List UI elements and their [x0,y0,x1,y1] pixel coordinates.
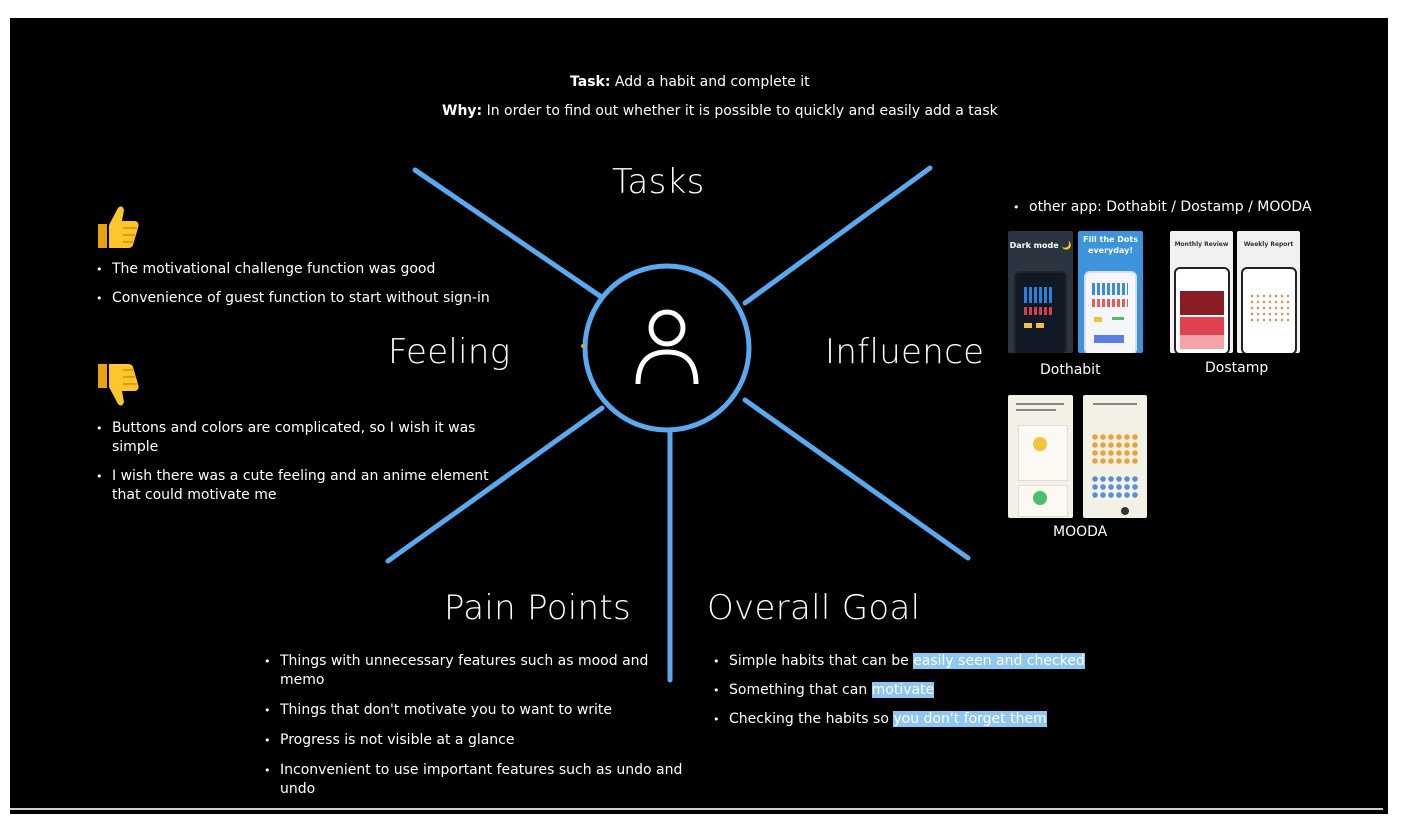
list-item: other app: Dothabit / Dostamp / MOODA [1013,198,1353,217]
overall-goal-list: Simple habits that can be easily seen an… [713,652,1113,729]
category-feeling: Feeling [388,332,511,372]
dothabit-panel-title: Fill the Dots everyday! [1083,235,1138,255]
category-tasks: Tasks [612,162,705,202]
spoke-top-right [742,165,933,306]
thumbs-down-icon [98,364,139,406]
dostamp-panel-title: Weekly Report [1243,241,1294,248]
spoke-top-left [412,167,603,299]
dostamp-caption: Dostamp [1205,360,1269,376]
task-line: Task: Add a habit and complete it [570,74,810,90]
mooda-screenshot-2 [1083,395,1147,518]
list-item: Checking the habits so you don't forget … [713,710,1113,729]
list-item: Buttons and colors are complicated, so I… [96,419,496,457]
why-line: Why: In order to find out whether it is … [442,103,998,119]
highlight: easily seen and checked [913,653,1085,669]
dostamp-panel-title: Monthly Review [1174,241,1229,248]
feeling-negative-list: Buttons and colors are complicated, so I… [96,419,496,505]
influence-list: other app: Dothabit / Dostamp / MOODA [1013,198,1353,217]
list-item: The motivational challenge function was … [96,260,496,279]
pain-points-list: Things with unnecessary features such as… [264,652,694,799]
spoke-bottom-right [742,397,971,561]
highlight: you don't forget them [893,711,1047,727]
list-item: Something that can motivate [713,681,1113,700]
category-influence: Influence [825,332,985,372]
list-item: Inconvenient to use important features s… [264,761,694,799]
list-item: Simple habits that can be easily seen an… [713,652,1113,671]
list-item: I wish there was a cute feeling and an a… [96,467,496,505]
empathy-diagram [385,165,971,683]
list-item: Things with unnecessary features such as… [264,652,694,690]
dothabit-caption: Dothabit [1040,362,1101,378]
thumbs-up-icon [98,206,139,248]
small-dot [581,344,585,348]
dostamp-screenshot-weekly: Weekly Report [1237,231,1300,353]
mooda-screenshot-1 [1008,395,1073,518]
dostamp-screenshot-monthly: Monthly Review [1170,231,1233,353]
feeling-positive-list: The motivational challenge function was … [96,260,496,308]
frame-edge [10,808,1383,810]
mooda-caption: MOODA [1053,524,1108,540]
list-item: Progress is not visible at a glance [264,731,694,750]
category-overall-goal: Overall Goal [707,588,921,628]
highlight: motivate [871,682,935,698]
dothabit-screenshot-dark: Dark mode 🌙 [1008,231,1073,353]
dothabit-screenshot-fill: Fill the Dots everyday! [1078,231,1143,353]
list-item: Things that don't motivate you to want t… [264,701,694,720]
list-item: Convenience of guest function to start w… [96,289,496,308]
user-icon [635,309,699,385]
dothabit-panel-title: Dark mode 🌙 [1009,241,1072,250]
slide-canvas: Task: Add a habit and complete it Why: I… [10,18,1388,814]
category-pain-points: Pain Points [444,588,632,628]
center-ring [582,263,752,433]
